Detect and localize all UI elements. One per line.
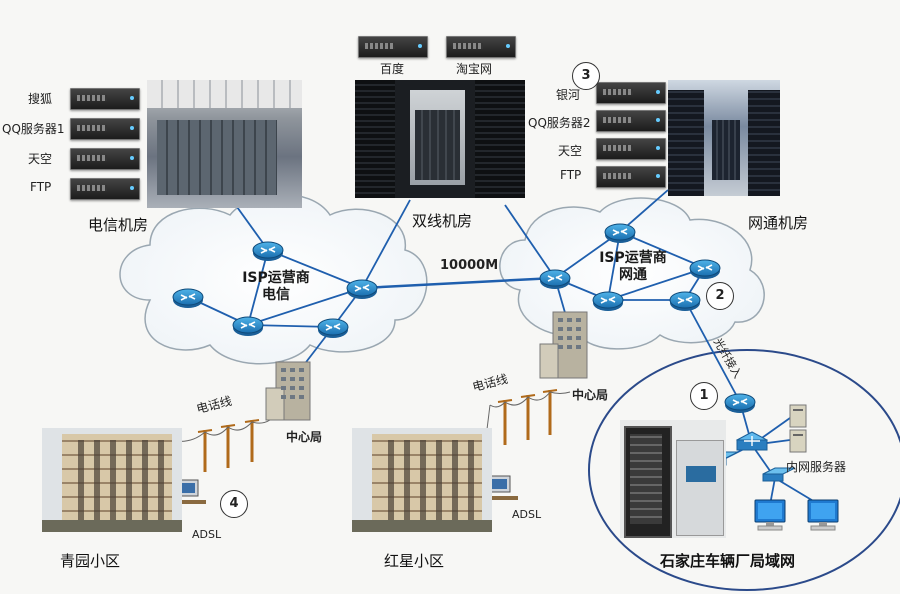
server-rack-unit-icon (596, 166, 666, 188)
qingyuan-label: 青园小区 (60, 552, 121, 570)
telecom-room-photo (147, 80, 302, 208)
telecom-server-label: QQ服务器1 (2, 122, 65, 136)
server-rack-unit-icon (70, 88, 140, 110)
server-rack-unit-icon (70, 118, 140, 140)
lan-switch-icon (762, 467, 796, 482)
central-office-building-icon (539, 311, 588, 379)
intranet-server-icon (789, 404, 807, 453)
netcom-cloud (499, 197, 765, 350)
adsl-label: ADSL (512, 508, 542, 521)
lan-ellipse (588, 349, 900, 591)
server-rack-unit-icon (446, 36, 516, 58)
server-rack-unit-icon (70, 148, 140, 170)
server-rack-unit-icon (596, 110, 666, 132)
marker-3: 3 (572, 62, 600, 90)
server-rack-unit-icon (70, 178, 140, 200)
telecom-server-label: 天空 (28, 152, 53, 166)
adsl-label: ADSL (192, 528, 222, 541)
dual-server-label: 百度 (380, 62, 405, 76)
marker-4: 4 (220, 490, 248, 518)
netcom-server-label: 天空 (558, 144, 583, 158)
qingyuan-building-photo (42, 428, 182, 532)
dual-room-title: 双线机房 (412, 212, 473, 230)
intranet-server-label: 内网服务器 (786, 460, 847, 474)
server-rack-unit-icon (596, 82, 666, 104)
telecom-room-title: 电信机房 (88, 216, 149, 234)
marker-2: 2 (706, 282, 734, 310)
pc-icon (807, 499, 839, 531)
telecom-server-label: FTP (30, 180, 52, 194)
server-rack-unit-icon (596, 138, 666, 160)
netcom-server-label: FTP (560, 168, 582, 182)
hongxing-building-photo (352, 428, 492, 532)
telecom-cloud-line1: ISP运营商 (242, 270, 310, 286)
dual-server-label: 淘宝网 (456, 62, 493, 76)
marker-1: 1 (690, 382, 718, 410)
lan-title: 石家庄车辆厂局域网 (660, 552, 796, 570)
netcom-room-title: 网通机房 (748, 214, 809, 232)
central-office-building-icon (265, 361, 311, 421)
hongxing-label: 红星小区 (384, 552, 445, 570)
netcom-cloud-line1: ISP运营商 (599, 250, 667, 266)
netcom-cloud-label: ISP运营商 网通 (588, 250, 678, 284)
lan-core-switch-icon (735, 431, 769, 451)
dual-room-photo (355, 80, 525, 198)
netcom-room-photo (668, 80, 780, 196)
central-office-label: 中心局 (572, 388, 609, 402)
netcom-cloud-line2: 网通 (619, 267, 647, 283)
netcom-server-label: 银河 (556, 88, 581, 102)
server-rack-unit-icon (358, 36, 428, 58)
netcom-server-label: QQ服务器2 (528, 116, 591, 130)
router-icons (172, 223, 756, 413)
telecom-server-label: 搜狐 (28, 92, 53, 106)
telecom-cloud-line2: 电信 (262, 287, 290, 303)
lan-rack-photo (620, 420, 726, 538)
central-office-label: 中心局 (286, 430, 323, 444)
telecom-cloud (119, 193, 428, 365)
link-bandwidth-label: 10000M (440, 258, 499, 273)
telecom-cloud-label: ISP运营商 电信 (226, 270, 326, 304)
pc-icon (754, 499, 786, 531)
